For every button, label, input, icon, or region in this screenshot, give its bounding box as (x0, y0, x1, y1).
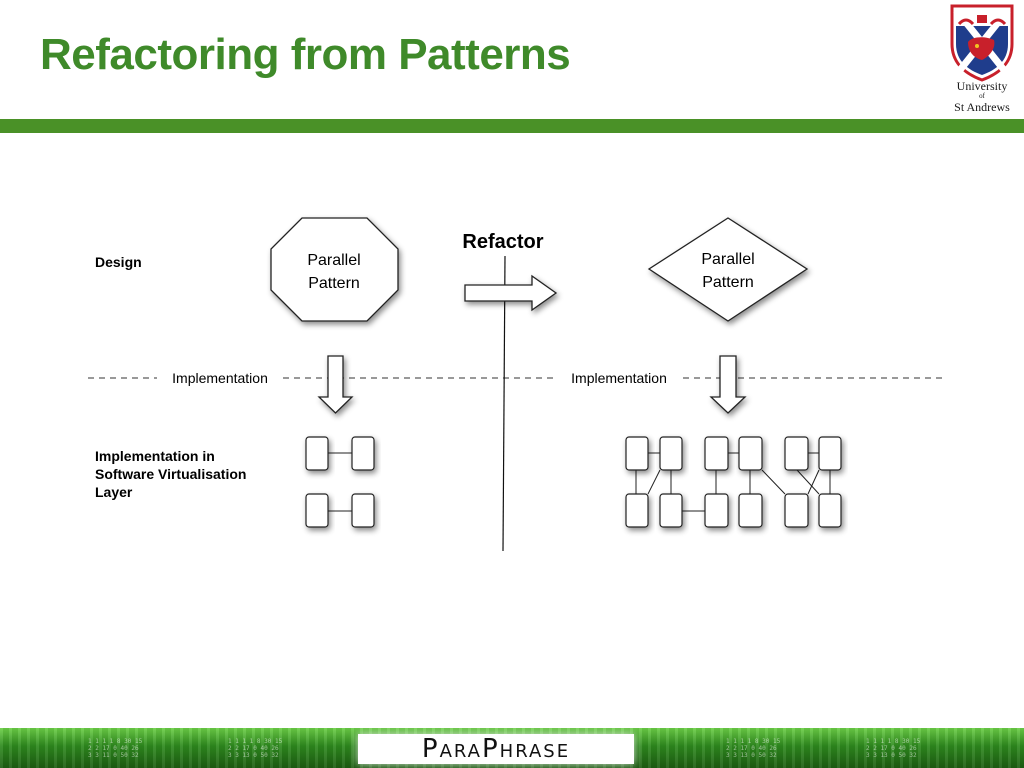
footer-digit-pattern: 1 1 1 1 8 30 15 2 2 17 0 40 26 3 3 13 0 … (228, 738, 283, 759)
right-node (818, 436, 842, 471)
right-node (818, 493, 842, 528)
implementation-layer-label: Implementation in Software Virtualisatio… (95, 447, 246, 501)
right-implementation-graph (625, 436, 842, 528)
right-node (704, 493, 729, 528)
footer-digit-pattern: 1 1 1 1 8 30 15 2 2 17 0 40 26 3 3 13 0 … (726, 738, 781, 759)
university-name-line3: St Andrews (954, 100, 1010, 114)
right-node (704, 436, 729, 471)
implementation-layer-label-line1: Implementation in (95, 448, 215, 464)
university-crest-logo (950, 4, 1014, 82)
title-divider-bar (0, 119, 1024, 133)
slide-title: Refactoring from Patterns (40, 30, 571, 79)
right-node (784, 436, 809, 471)
refactor-divider-line (502, 255, 506, 552)
down-arrow-right (709, 355, 747, 414)
right-parallel-pattern-diamond: Parallel Pattern (647, 217, 809, 322)
paraphrase-logo: ParaPhrase (358, 734, 634, 764)
left-parallel-pattern-octagon: Parallel Pattern (270, 217, 399, 322)
right-node (738, 436, 763, 471)
down-arrow-left (317, 355, 354, 414)
left-node (351, 436, 375, 471)
implementation-label-left: Implementation (172, 370, 268, 386)
university-name-line1: University (956, 79, 1008, 93)
right-node (738, 493, 763, 528)
implementation-layer-label-line2: Software Virtualisation (95, 466, 247, 482)
footer-digit-pattern: 1 1 1 1 8 30 15 2 2 17 0 40 26 3 3 13 0 … (866, 738, 921, 759)
university-name: University of St Andrews (936, 80, 1024, 113)
refactoring-diagram: Refactor Parallel Pattern Parallel Patte… (88, 217, 946, 552)
refactor-label: Refactor (462, 231, 543, 253)
implementation-layer-label-line3: Layer (95, 484, 133, 500)
design-label: Design (95, 254, 142, 270)
left-pattern-label-line1: Parallel (307, 252, 360, 269)
footer-digit-pattern: 1 1 1 1 8 30 15 2 2 17 0 40 26 3 3 11 0 … (88, 738, 143, 759)
left-pattern-label-line2: Pattern (308, 275, 360, 292)
right-node (625, 436, 649, 471)
right-node (784, 493, 809, 528)
right-node (625, 493, 649, 528)
paraphrase-logo-text: ParaPhrase (421, 734, 571, 764)
left-implementation-graph (305, 436, 375, 528)
right-pattern-label-line2: Pattern (702, 274, 754, 291)
university-name-line2: of (979, 92, 985, 100)
implementation-label-right: Implementation (571, 370, 667, 386)
right-pattern-label-line1: Parallel (701, 251, 754, 268)
refactor-arrow (464, 274, 558, 312)
left-node (351, 493, 375, 528)
right-node (659, 436, 683, 471)
left-node (305, 436, 329, 471)
left-node (305, 493, 329, 528)
right-node (659, 493, 683, 528)
